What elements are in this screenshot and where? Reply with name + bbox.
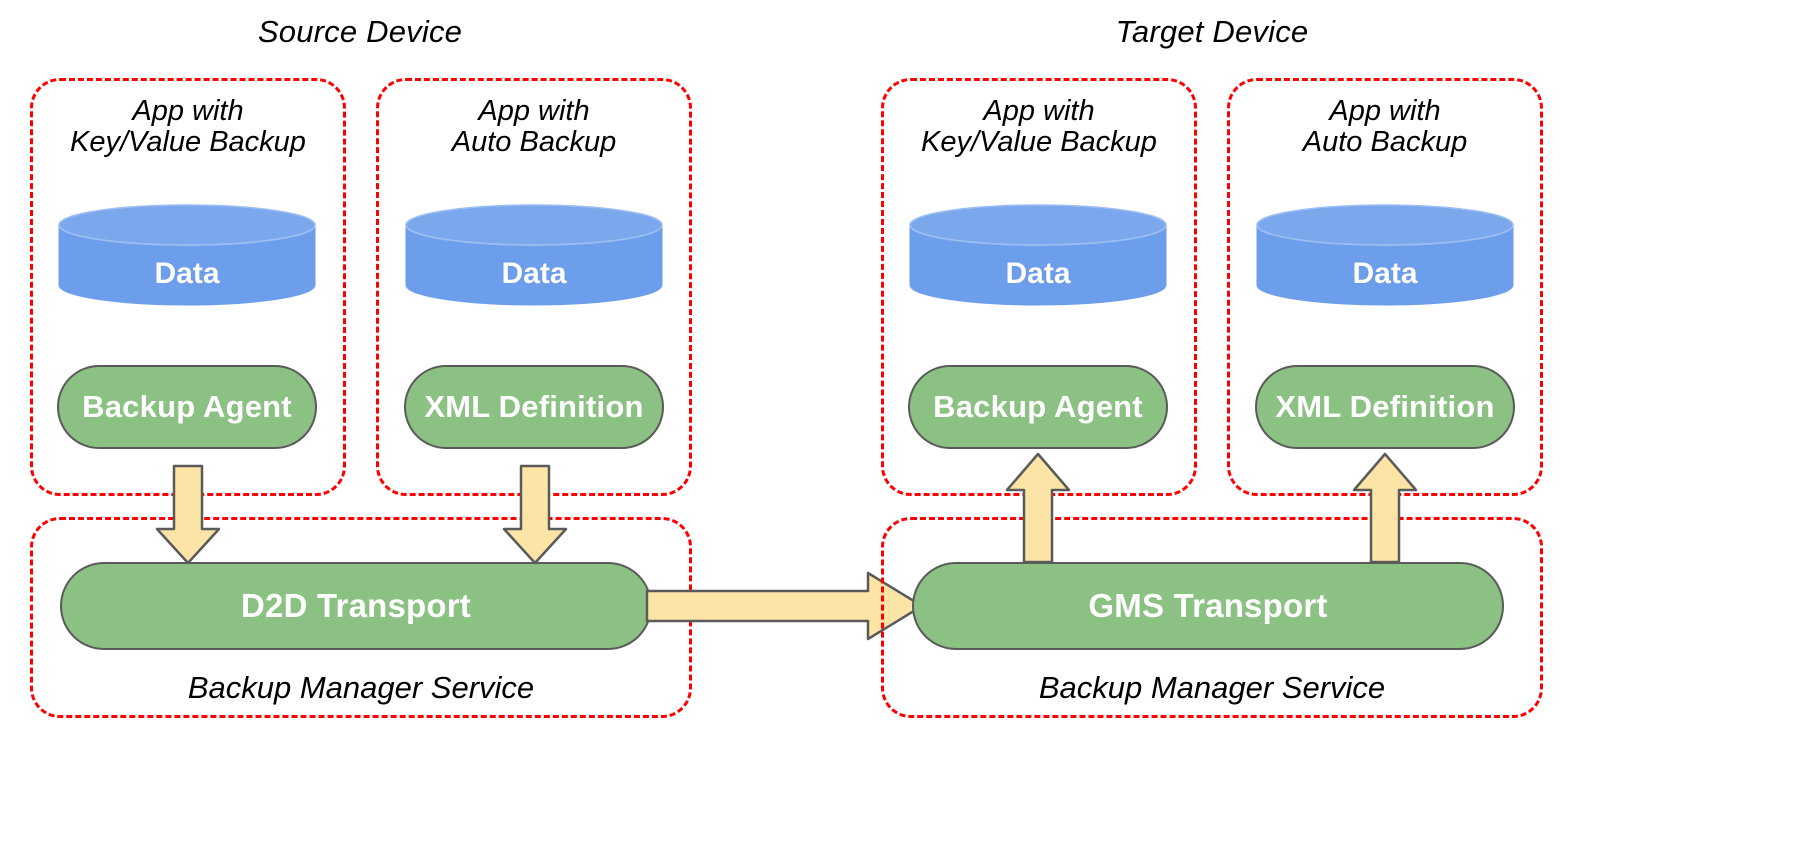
target-app-kv-label: App with Key/Value Backup bbox=[921, 95, 1157, 159]
source-app-auto-label: App with Auto Backup bbox=[451, 95, 617, 159]
source-xml-definition-label: XML Definition bbox=[424, 389, 644, 424]
target-xml-definition-label: XML Definition bbox=[1275, 389, 1495, 424]
target-app-kv-data-cylinder: Data bbox=[908, 203, 1168, 307]
target-app-auto-label: App with Auto Backup bbox=[1302, 95, 1468, 159]
target-backup-agent-label: Backup Agent bbox=[933, 389, 1143, 424]
target-app-auto-data-cylinder: Data bbox=[1255, 203, 1515, 307]
gms-transport-pill[interactable]: GMS Transport bbox=[912, 562, 1504, 650]
target-backup-manager-service-container bbox=[881, 517, 1543, 718]
arrow-source-auto-xml-to-d2d bbox=[502, 464, 568, 565]
source-app-auto-data-cylinder: Data bbox=[404, 203, 664, 307]
source-app-kv-data-cylinder: Data bbox=[57, 203, 317, 307]
arrow-source-kv-agent-to-d2d bbox=[155, 464, 221, 565]
source-app-kv-label: App with Key/Value Backup bbox=[70, 95, 306, 159]
source-backup-agent-pill[interactable]: Backup Agent bbox=[57, 365, 317, 449]
target-device-title: Target Device bbox=[1115, 14, 1309, 49]
target-backup-agent-pill[interactable]: Backup Agent bbox=[908, 365, 1168, 449]
arrow-gms-to-target-auto-xml bbox=[1352, 452, 1418, 564]
source-device-title: Source Device bbox=[257, 14, 463, 49]
arrow-gms-to-target-kv-agent bbox=[1005, 452, 1071, 564]
gms-transport-label: GMS Transport bbox=[1088, 587, 1328, 624]
d2d-transport-pill[interactable]: D2D Transport bbox=[60, 562, 652, 650]
source-xml-definition-pill[interactable]: XML Definition bbox=[404, 365, 664, 449]
target-backup-manager-service-label: Backup Manager Service bbox=[1038, 670, 1386, 705]
d2d-transport-label: D2D Transport bbox=[241, 587, 471, 624]
source-backup-manager-service-label: Backup Manager Service bbox=[187, 670, 535, 705]
arrow-d2d-to-gms-transport bbox=[645, 571, 924, 641]
source-backup-agent-label: Backup Agent bbox=[82, 389, 292, 424]
target-xml-definition-pill[interactable]: XML Definition bbox=[1255, 365, 1515, 449]
